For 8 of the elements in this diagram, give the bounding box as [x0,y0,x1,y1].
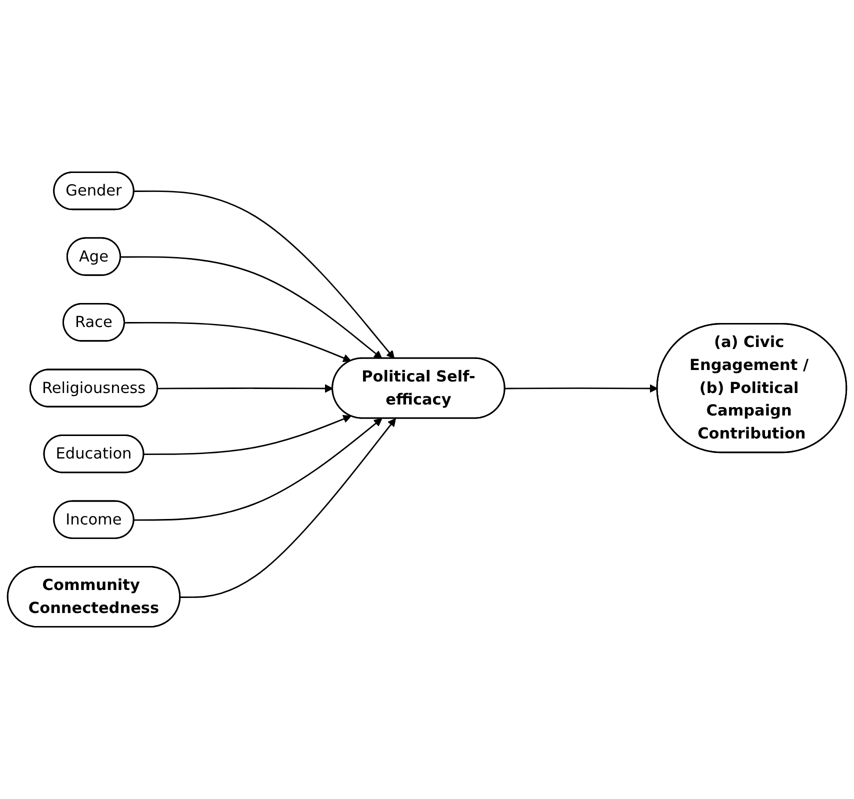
arrow [124,322,352,362]
arrow [120,256,382,359]
arrow [505,384,658,393]
arrow [144,414,352,456]
arrow [134,190,395,359]
arrow [158,384,334,393]
arrow [134,418,382,521]
arrow [180,418,396,598]
